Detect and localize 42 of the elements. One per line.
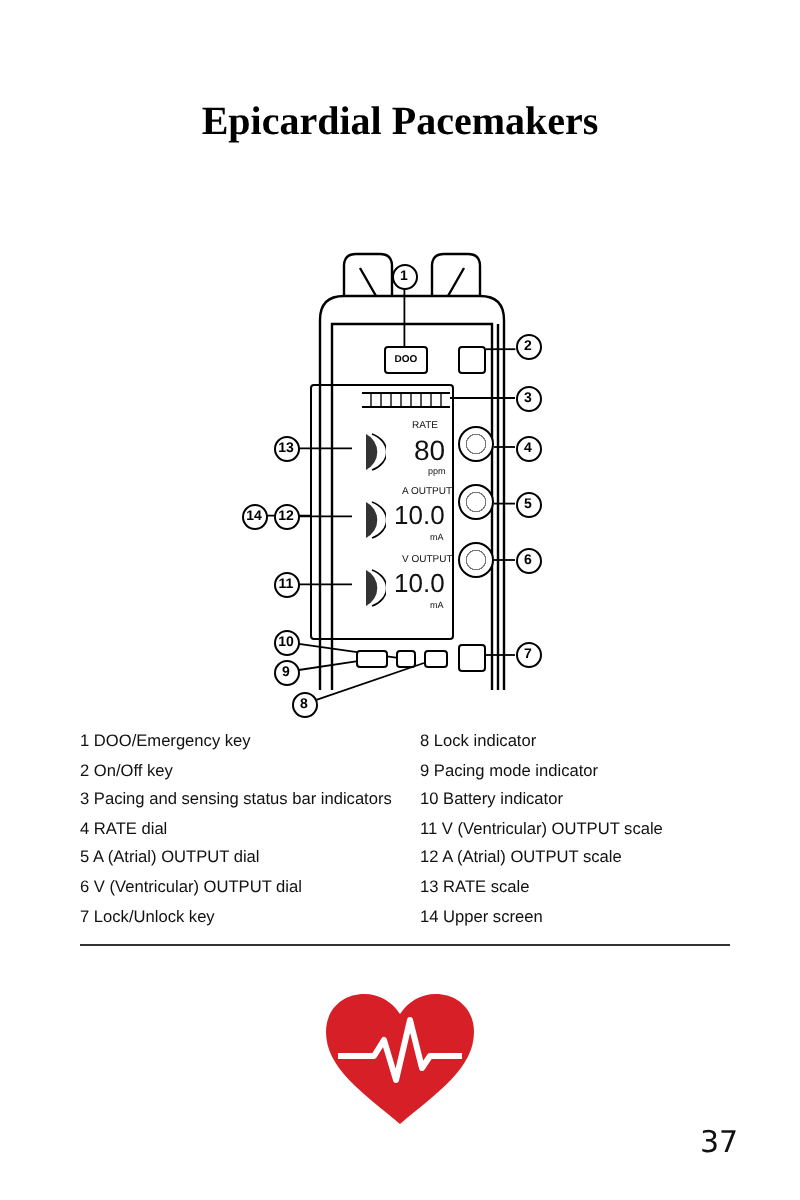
rotary-dial <box>458 426 494 462</box>
leader-line <box>315 662 425 701</box>
legend-item: 9 Pacing mode indicator <box>420 761 599 778</box>
leader-line <box>447 397 516 399</box>
legend-item: 10 Battery indicator <box>420 790 563 807</box>
legend-item: 3 Pacing and sensing status bar indicators <box>80 790 392 807</box>
legend-item: 5 A (Atrial) OUTPUT dial <box>80 848 260 866</box>
status-indicator-bar <box>362 392 450 408</box>
rotary-dial <box>458 542 494 578</box>
rotary-dial <box>458 484 494 520</box>
leader-line <box>493 446 516 448</box>
leader-line <box>485 348 517 351</box>
leader-line <box>493 502 516 505</box>
leader-line <box>485 654 516 656</box>
battery-indicator <box>396 650 416 668</box>
output-readout: 10.0 <box>394 502 445 528</box>
legend-item: 1 DOO/Emergency key <box>80 732 251 749</box>
leader-line <box>403 288 406 347</box>
legend-item: 8 Lock indicator <box>420 732 537 749</box>
leader-line <box>266 514 311 517</box>
legend-item: 14 Upper screen <box>420 907 543 924</box>
page-title: Epicardial Pacemakers <box>199 100 601 146</box>
leader-line <box>298 583 353 586</box>
rate-readout: 80 <box>414 436 446 464</box>
leader-line <box>297 642 397 659</box>
legend-item: 11 V (Ventricular) OUTPUT scale <box>420 819 663 837</box>
page-number: 37 <box>700 1128 739 1158</box>
power-key <box>458 346 486 374</box>
leader-line <box>297 660 357 671</box>
legend-item: 2 On/Off key <box>80 761 173 778</box>
lock-indicator <box>424 650 448 668</box>
output-readout: 10.0 <box>394 570 445 596</box>
leader-line <box>493 559 516 561</box>
display-screen <box>310 384 454 640</box>
legend-item: 12 A (Atrial) OUTPUT scale <box>420 848 622 866</box>
legend-item: 4 RATE dial <box>80 819 168 837</box>
legend-item: 6 V (Ventricular) OUTPUT dial <box>80 878 302 895</box>
legend-item: 13 RATE scale <box>420 878 530 895</box>
leader-line <box>298 447 353 450</box>
lock-key <box>458 644 486 672</box>
legend-item: 7 Lock/Unlock key <box>80 907 215 924</box>
mode-indicator <box>356 650 388 668</box>
